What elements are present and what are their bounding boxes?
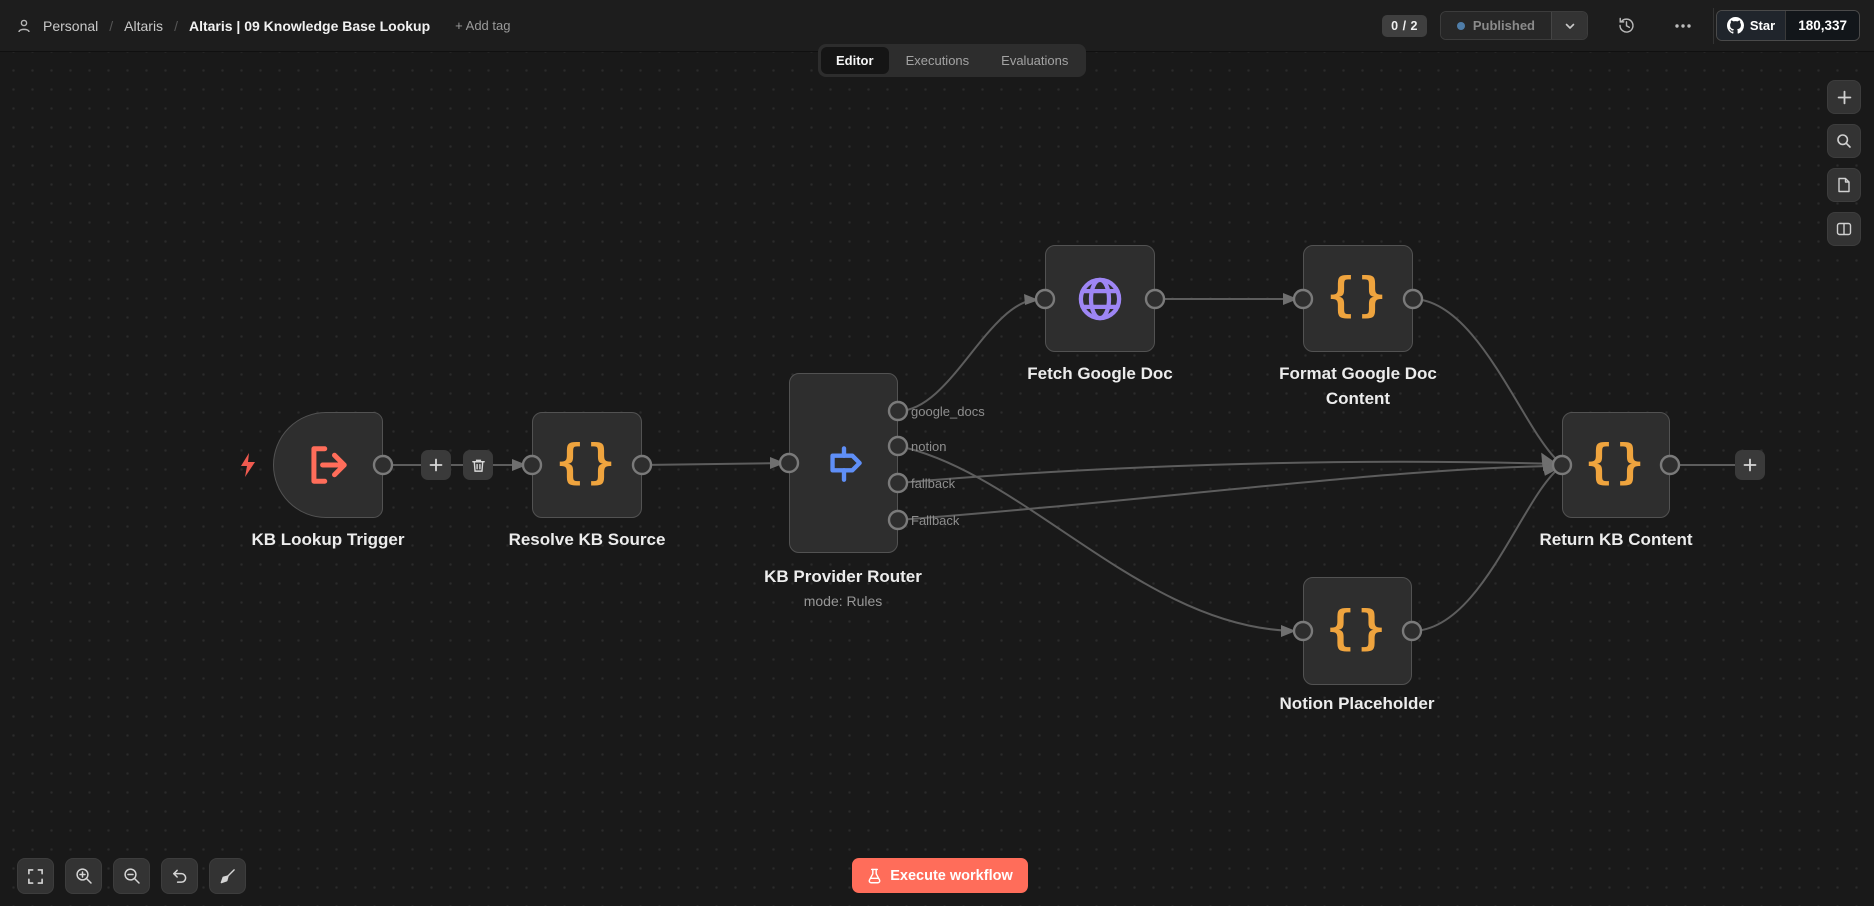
node-label-fetch-google-doc[interactable]: Fetch Google Doc xyxy=(1027,364,1173,383)
split-panel-icon xyxy=(1836,222,1852,236)
history-clock-icon xyxy=(1619,17,1634,33)
node-label-notion-placeholder[interactable]: Notion Placeholder xyxy=(1279,694,1435,713)
chevron-down-icon xyxy=(1565,23,1574,29)
github-star-widget[interactable]: Star 180,337 xyxy=(1715,10,1860,41)
zoom-out-icon xyxy=(123,868,140,884)
github-star-label: Star xyxy=(1749,18,1776,33)
code-braces-icon: {} xyxy=(1326,268,1390,323)
more-options-button[interactable] xyxy=(1674,23,1692,29)
node-resolve-kb-source[interactable]: {} xyxy=(532,412,642,518)
router-output-label-notion: notion xyxy=(911,439,947,454)
toggle-panel-button[interactable] xyxy=(1827,212,1861,246)
tidy-up-button[interactable] xyxy=(209,858,246,894)
router-output-label-fallback-cap: Fallback xyxy=(911,513,960,528)
breadcrumb-project[interactable]: Personal xyxy=(43,17,99,34)
undo-button[interactable] xyxy=(161,858,198,894)
zoom-out-button[interactable] xyxy=(113,858,150,894)
plus-icon xyxy=(1837,90,1851,104)
code-braces-icon: {} xyxy=(1326,600,1389,656)
workflow-title[interactable]: Altaris | 09 Knowledge Base Lookup xyxy=(188,17,431,34)
tab-executions[interactable]: Executions xyxy=(905,53,970,68)
trigger-exit-icon xyxy=(311,446,347,484)
breadcrumb-folder[interactable]: Altaris xyxy=(124,17,164,34)
published-button[interactable]: Published xyxy=(1440,12,1551,39)
node-kb-lookup-trigger[interactable] xyxy=(273,412,383,518)
plus-icon xyxy=(429,458,443,472)
add-next-node-button[interactable] xyxy=(1735,450,1765,480)
ellipsis-icon xyxy=(1675,23,1691,28)
tab-editor[interactable]: Editor xyxy=(821,47,889,74)
undo-icon xyxy=(173,869,187,883)
add-tag-button[interactable]: + Add tag xyxy=(455,18,511,33)
node-subtitle-router-mode: mode: Rules xyxy=(803,593,883,609)
code-braces-icon: {} xyxy=(1584,434,1648,490)
breadcrumb-separator: / xyxy=(174,17,178,34)
tidy-broom-icon xyxy=(220,868,235,883)
code-braces-icon: {} xyxy=(555,434,619,490)
view-tabs: Editor Executions Evaluations xyxy=(818,44,1087,77)
trigger-bolt-icon xyxy=(241,453,255,477)
user-icon xyxy=(18,19,30,32)
router-output-label-google-docs: google_docs xyxy=(911,404,985,419)
node-kb-provider-router[interactable] xyxy=(789,373,898,553)
globe-icon xyxy=(1078,277,1122,320)
tab-evaluations[interactable]: Evaluations xyxy=(1001,53,1069,68)
file-icon xyxy=(1838,177,1850,193)
published-status-dot xyxy=(1456,21,1465,30)
breadcrumb: Personal / Altaris / Altaris | 09 Knowle… xyxy=(16,18,510,34)
node-label-kb-lookup-trigger[interactable]: KB Lookup Trigger xyxy=(251,530,405,549)
fit-view-icon xyxy=(28,868,43,884)
search-nodes-button[interactable] xyxy=(1827,124,1861,158)
github-logo-icon xyxy=(1726,17,1744,34)
topbar-divider xyxy=(1713,8,1714,44)
signpost-icon xyxy=(829,446,862,482)
node-notion-placeholder[interactable]: {} xyxy=(1303,577,1412,685)
edge-add-node-button[interactable] xyxy=(421,450,451,480)
execute-workflow-label: Execute workflow xyxy=(890,867,1013,884)
plus-icon xyxy=(1743,458,1757,472)
execute-workflow-button[interactable]: Execute workflow xyxy=(852,858,1028,893)
github-star-count[interactable]: 180,337 xyxy=(1785,11,1859,40)
zoom-in-button[interactable] xyxy=(65,858,102,894)
published-split-button: Published xyxy=(1439,11,1588,40)
top-bar: Personal / Altaris / Altaris | 09 Knowle… xyxy=(0,0,1874,52)
node-label-kb-provider-router[interactable]: KB Provider Router xyxy=(764,567,922,586)
router-output-label-fallback: fallback xyxy=(911,476,956,491)
node-return-kb-content[interactable]: {} xyxy=(1562,412,1670,518)
node-fetch-google-doc[interactable] xyxy=(1045,245,1155,352)
node-format-google-doc-content[interactable]: {} xyxy=(1303,245,1413,352)
node-label-return-kb-content[interactable]: Return KB Content xyxy=(1539,530,1693,549)
issues-count-badge[interactable]: 0 / 2 xyxy=(1382,14,1427,37)
edge-delete-button[interactable] xyxy=(463,450,493,480)
search-icon xyxy=(1837,134,1851,148)
published-label: Published xyxy=(1472,18,1535,33)
github-star-button[interactable]: Star xyxy=(1716,11,1786,40)
fit-view-button[interactable] xyxy=(17,858,54,894)
add-node-button[interactable] xyxy=(1827,80,1861,114)
sticky-note-button[interactable] xyxy=(1827,168,1861,202)
zoom-in-icon xyxy=(75,868,92,884)
flask-icon xyxy=(868,868,881,883)
version-history-button[interactable] xyxy=(1617,16,1636,35)
trash-icon xyxy=(471,459,485,472)
breadcrumb-separator: / xyxy=(109,17,114,34)
published-dropdown-button[interactable] xyxy=(1551,12,1587,39)
node-label-format-google-doc-content[interactable]: Format Google Doc Content xyxy=(1279,364,1437,408)
node-label-resolve-kb-source[interactable]: Resolve KB Source xyxy=(508,530,666,549)
